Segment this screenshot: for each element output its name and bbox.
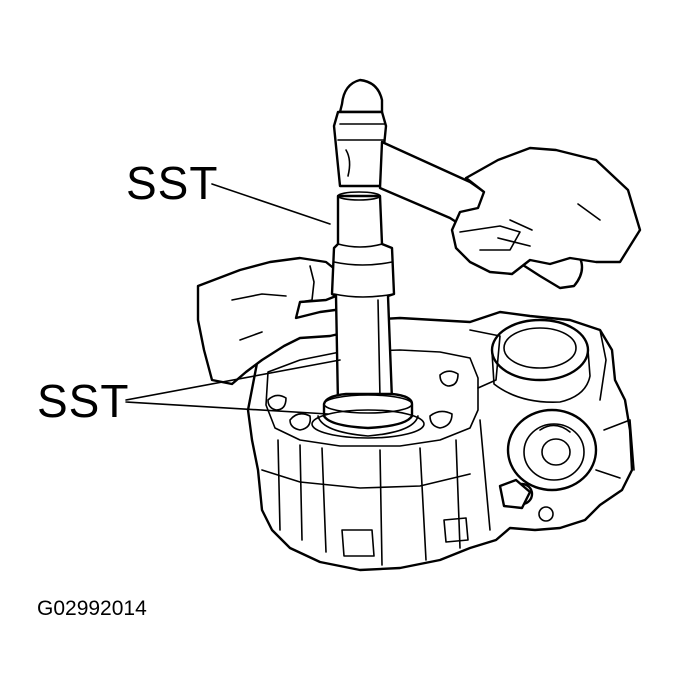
sst-callout-upper: SST	[126, 157, 219, 209]
transmission-case	[246, 310, 635, 572]
leader-line-upper	[211, 183, 331, 225]
figure-code: G02992014	[37, 597, 147, 620]
right-hand	[450, 146, 642, 276]
leader-line-lower-2	[125, 401, 329, 415]
sst-callout-lower: SST	[37, 375, 130, 427]
leader-line-lower-1	[125, 359, 341, 401]
sst-driver-shaft	[311, 191, 425, 439]
leader-lines	[125, 183, 341, 415]
